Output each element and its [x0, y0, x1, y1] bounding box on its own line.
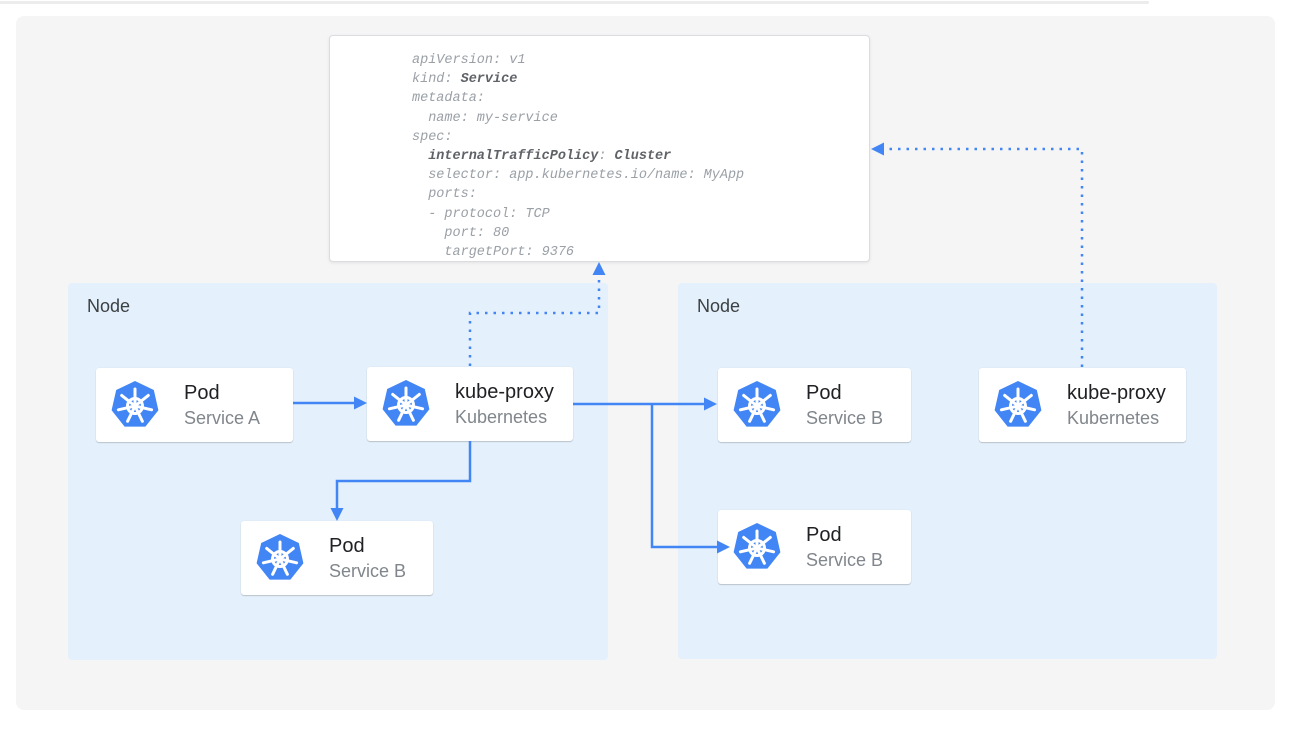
yaml-line: kind: Service — [412, 70, 869, 89]
yaml-segment: internalTrafficPolicy — [428, 149, 599, 165]
yaml-segment: metadata: — [412, 91, 485, 107]
yaml-segment — [412, 149, 428, 164]
kubernetes-logo-icon — [255, 533, 305, 583]
diagram-canvas: apiVersion: v1 kind: Service metadata: nam… — [16, 16, 1275, 710]
yaml-line: ports: — [412, 185, 869, 204]
node-label: Node — [697, 296, 741, 316]
yaml-segment: apiVersion: v1 — [412, 53, 526, 68]
card-subtitle: Service A — [184, 408, 261, 428]
kube-proxy-card-right: kube-proxy Kubernetes — [979, 368, 1186, 442]
yaml-segment: kind: — [412, 72, 461, 88]
yaml-segment: spec: — [412, 129, 453, 145]
card-title: Pod — [329, 535, 365, 557]
node-box-right: Node — [678, 283, 1217, 659]
yaml-line: name: my-service — [412, 109, 869, 128]
card-title: Pod — [806, 382, 842, 404]
kubernetes-logo-icon — [732, 522, 782, 572]
yaml-line: targetPort: 9376 — [412, 243, 869, 262]
card-title: Pod — [806, 524, 842, 546]
pod-card-service-a: Pod Service A — [96, 368, 293, 442]
yaml-line: internalTrafficPolicy: Cluster — [412, 147, 869, 166]
kubernetes-logo-icon — [381, 379, 431, 429]
yaml-line: spec: — [412, 128, 869, 147]
pod-card-service-b-right-top: Pod Service B — [718, 368, 911, 442]
pod-card-service-b-left: Pod Service B — [241, 521, 433, 595]
pod-card-service-b-right-bottom: Pod Service B — [718, 510, 911, 584]
service-yaml-panel: apiVersion: v1 kind: Service metadata: nam… — [329, 35, 870, 262]
node-label: Node — [87, 296, 131, 316]
card-subtitle: Service B — [806, 550, 884, 570]
yaml-line: - protocol: TCP — [412, 205, 869, 224]
card-text: Pod Service B — [329, 533, 406, 583]
yaml-segment: targetPort: 9376 — [412, 245, 575, 261]
yaml-segment: name: my-service — [412, 110, 558, 126]
kubernetes-logo-icon — [110, 380, 160, 430]
yaml-line: metadata: — [412, 89, 869, 108]
card-text: Pod Service B — [806, 522, 883, 572]
node-box-left: Node — [68, 283, 608, 660]
card-title: Pod — [184, 382, 220, 404]
yaml-segment: - protocol: TCP — [412, 206, 550, 222]
card-subtitle: Kubernetes — [455, 407, 548, 427]
yaml-segment: ports: — [412, 187, 477, 203]
yaml-segment: : — [598, 149, 615, 165]
card-title: kube-proxy — [1067, 382, 1166, 404]
card-text: Pod Service A — [184, 380, 260, 430]
card-text: kube-proxy Kubernetes — [455, 379, 554, 429]
yaml-segment: port: 80 — [412, 225, 510, 241]
card-subtitle: Service B — [329, 561, 407, 581]
yaml-line: selector: app.kubernetes.io/name: MyApp — [412, 166, 869, 185]
card-text: kube-proxy Kubernetes — [1067, 380, 1166, 430]
card-subtitle: Kubernetes — [1067, 408, 1160, 428]
kubernetes-logo-icon — [732, 380, 782, 430]
card-text: Pod Service B — [806, 380, 883, 430]
kube-proxy-card-left: kube-proxy Kubernetes — [367, 367, 573, 441]
yaml-segment: Cluster — [614, 149, 672, 165]
kubernetes-logo-icon — [993, 380, 1043, 430]
yaml-line: port: 80 — [412, 224, 869, 243]
card-title: kube-proxy — [455, 381, 554, 403]
yaml-segment: selector: app.kubernetes.io/name: MyApp — [412, 168, 745, 184]
card-subtitle: Service B — [806, 408, 884, 428]
top-divider — [0, 1, 1149, 4]
yaml-line: apiVersion: v1 — [412, 51, 869, 70]
yaml-segment: Service — [460, 72, 518, 88]
